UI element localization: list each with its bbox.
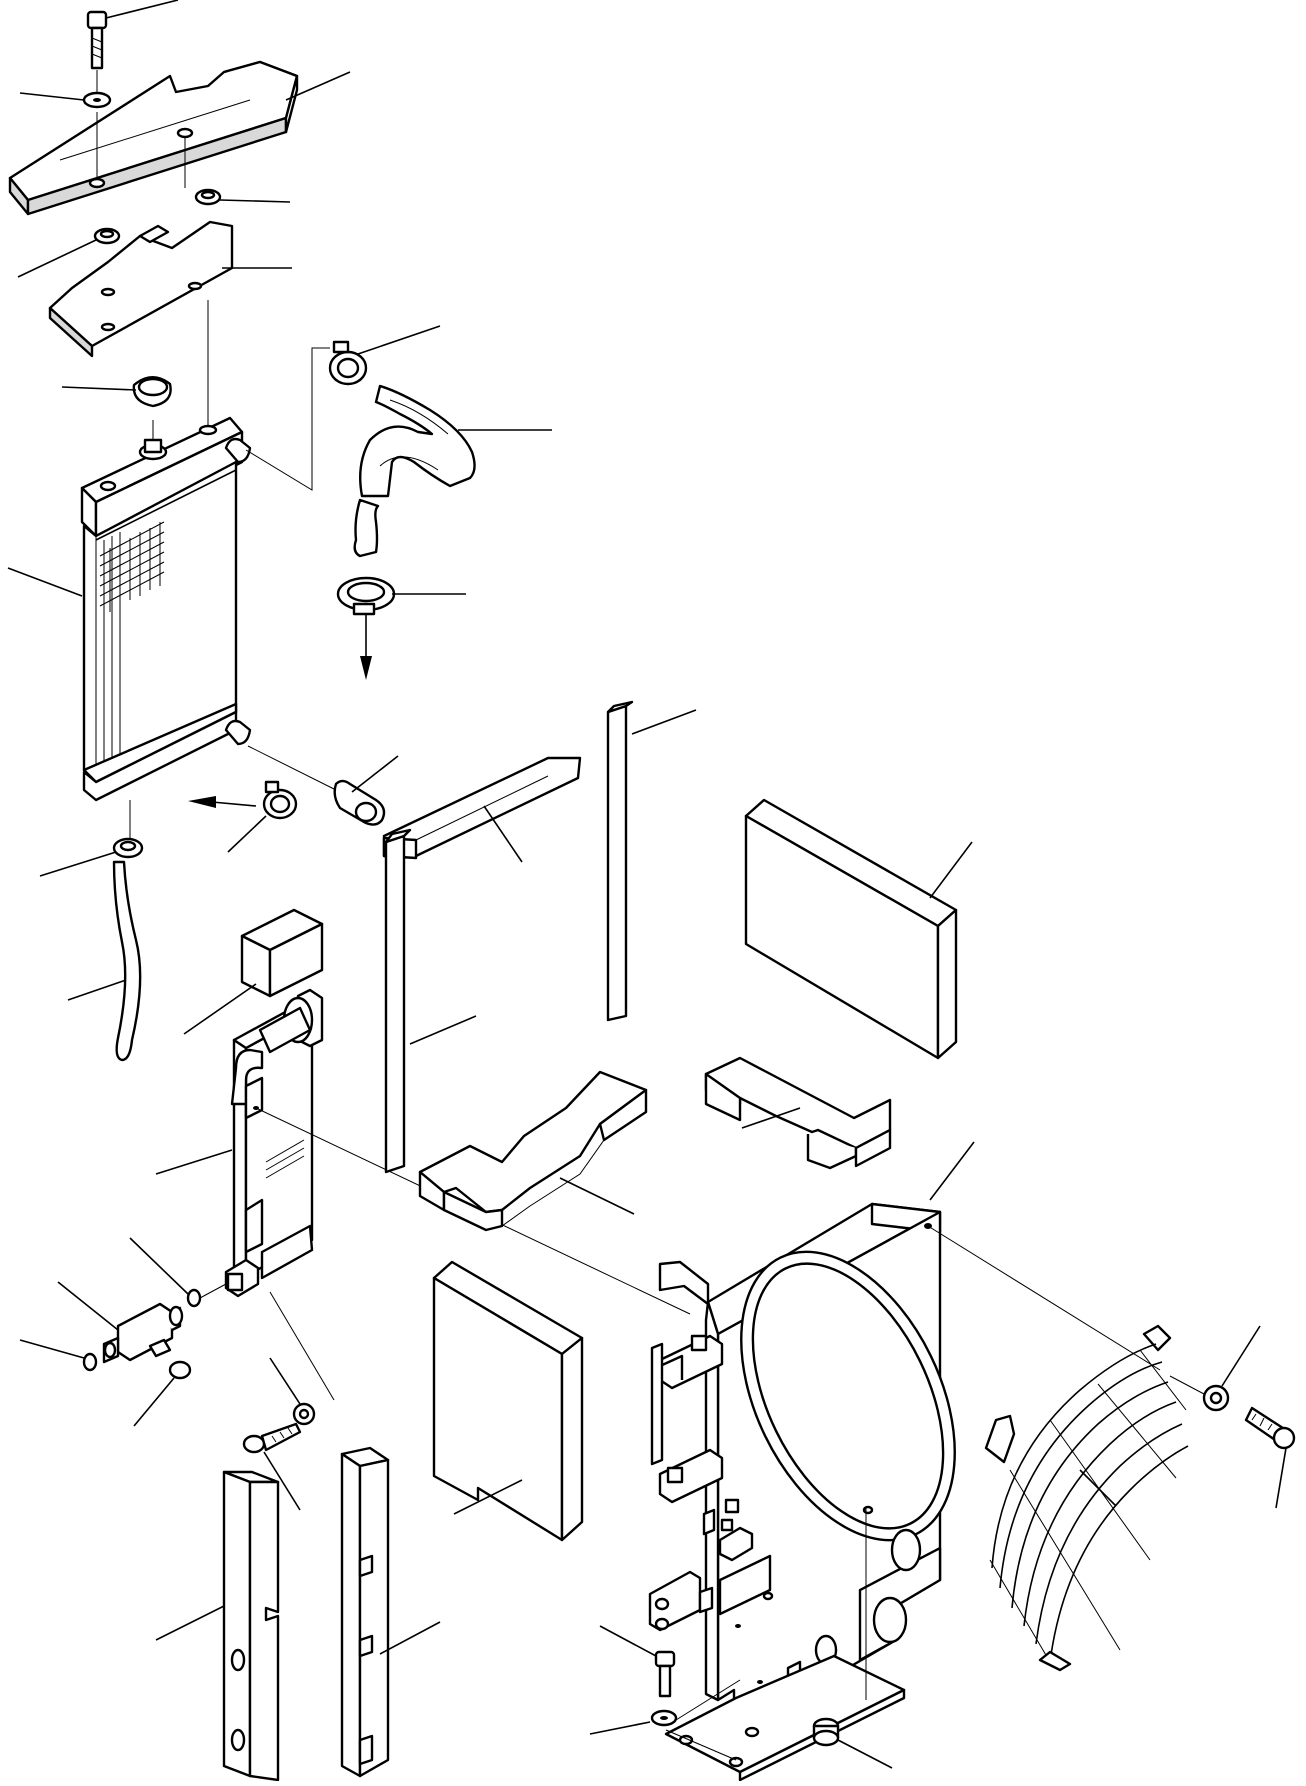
washer-icon [1202,1384,1230,1412]
seal-strip-icon [606,700,634,1022]
lower-hose-clamp-icon [336,576,396,616]
bolt-icon [654,1650,676,1698]
lower-hose-clamp-icon [262,780,298,820]
upper-hose-clamp-icon [328,340,368,386]
side-plate-icon [340,1446,390,1778]
foam-panel-icon [744,798,958,1060]
radiator-icon [80,416,252,802]
flow-arrow-icon [360,614,372,680]
washer-icon [650,1709,678,1727]
oil-cooler-icon [224,988,324,1298]
nut-icon [812,1717,840,1747]
seal-strip-icon [384,828,412,1174]
lower-hose-icon [333,779,386,826]
bolt-icon [242,1422,302,1454]
o-ring-icon [82,1352,98,1372]
top-bolt-icon [86,10,108,70]
washer-icon [292,1402,316,1426]
radiator-cap-icon [132,376,172,408]
upper-hose-icon [353,384,476,558]
drain-hose-icon [112,860,142,1062]
foam-block-icon [240,908,324,998]
seal-strip-icon [704,1056,892,1170]
drain-hose-clamp-icon [112,837,144,859]
seal-strip-icon [382,756,582,860]
seal-strip-icon [418,1070,648,1232]
bolt-icon [1244,1406,1296,1450]
o-ring-icon [186,1288,202,1308]
fitting-icon [102,1302,184,1364]
o-ring-icon [168,1360,192,1380]
bracket-icon [48,220,234,358]
flow-arrow-icon [188,796,257,808]
shroud-frame-icon [648,1202,956,1782]
grommet-icon [93,188,222,245]
top-cover-icon [8,60,299,216]
foam-panel-icon [432,1260,584,1542]
washer-icon [82,91,112,109]
side-plate-icon [222,1470,280,1782]
fan-guard-icon [984,1324,1189,1672]
